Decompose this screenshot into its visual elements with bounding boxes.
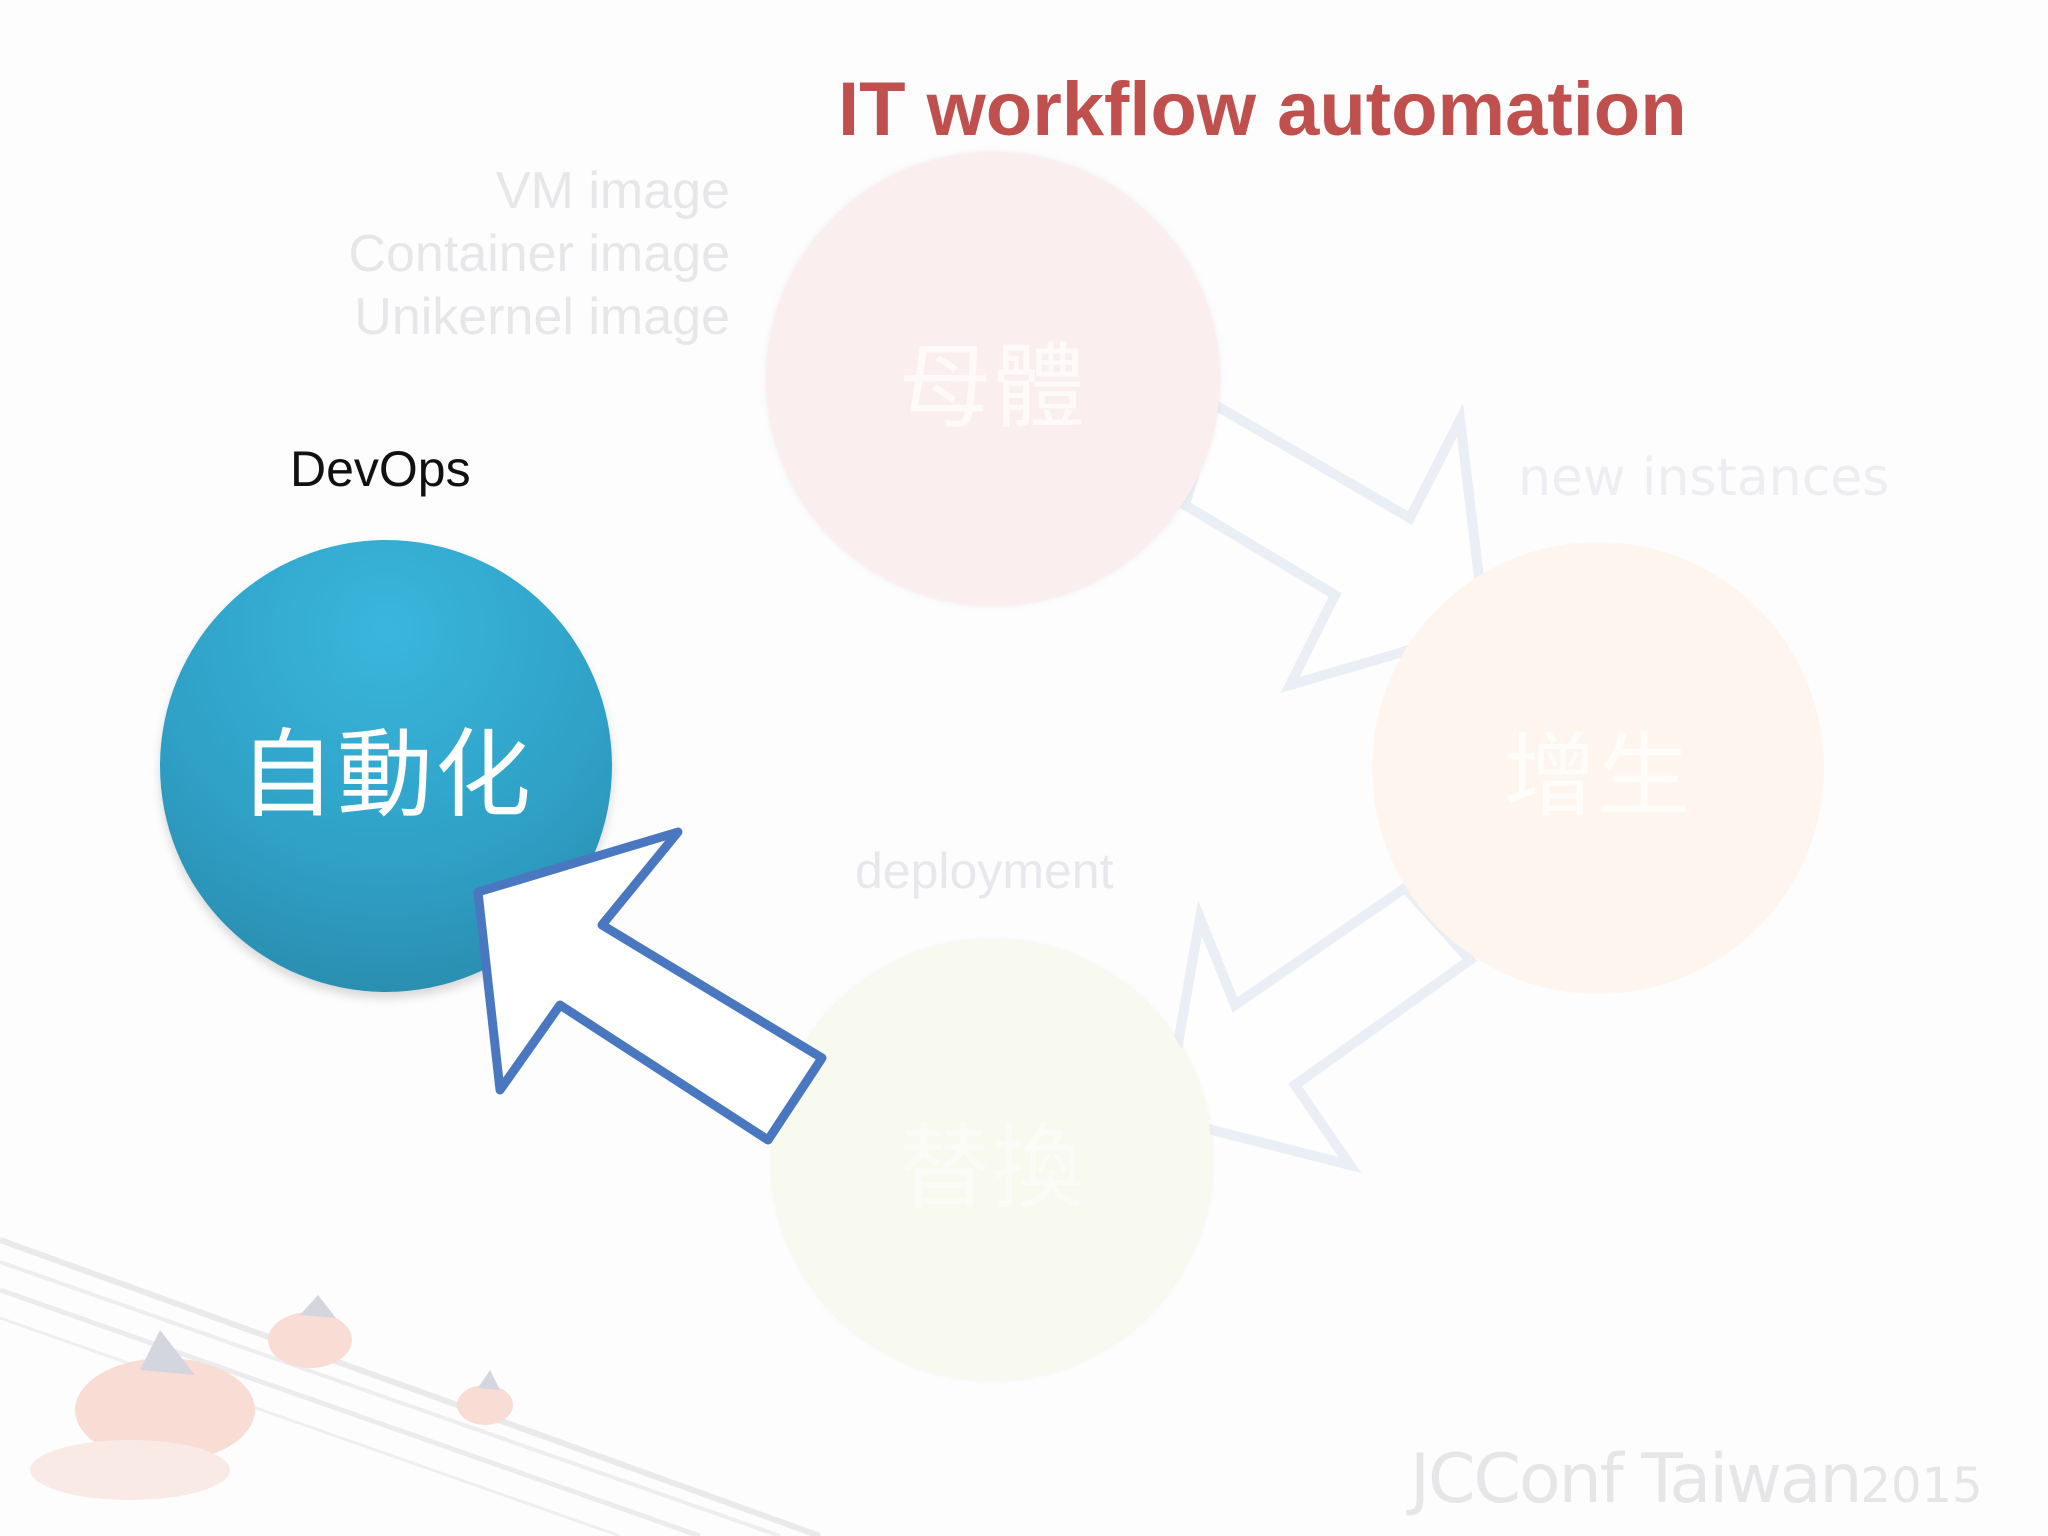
label-devops: DevOps <box>290 441 471 497</box>
page-title: IT workflow automation <box>838 67 1687 152</box>
logo-name: JCConf Taiwan <box>1410 1440 1862 1519</box>
node-mother-label: 母體 <box>898 333 1087 441</box>
node-mother: 母體 <box>766 152 1220 606</box>
node-grow: 增生 <box>1372 542 1824 994</box>
node-replace-label: 替換 <box>897 1114 1086 1222</box>
arrow-grow-to-replace <box>1159 881 1478 1174</box>
arrow-mother-to-grow <box>1179 397 1491 694</box>
image-type-vm: VM image <box>495 162 730 220</box>
arrow-replace-to-automation <box>473 827 827 1145</box>
node-grow-label: 增生 <box>1503 722 1692 830</box>
jcconf-logo: JCConf Taiwan2015 <box>1410 1440 1983 1519</box>
image-type-unikernel: Unikernel image <box>354 288 730 346</box>
image-type-container: Container image <box>348 225 730 283</box>
image-types-list: VM image Container image Unikernel image <box>300 160 730 349</box>
logo-year: 2015 <box>1860 1458 1983 1514</box>
label-deployment: deployment <box>855 843 1114 899</box>
node-replace: 替換 <box>772 940 1212 1380</box>
label-new-instances: new instances <box>1518 448 1890 508</box>
node-automation-label: 自動化 <box>239 718 533 831</box>
